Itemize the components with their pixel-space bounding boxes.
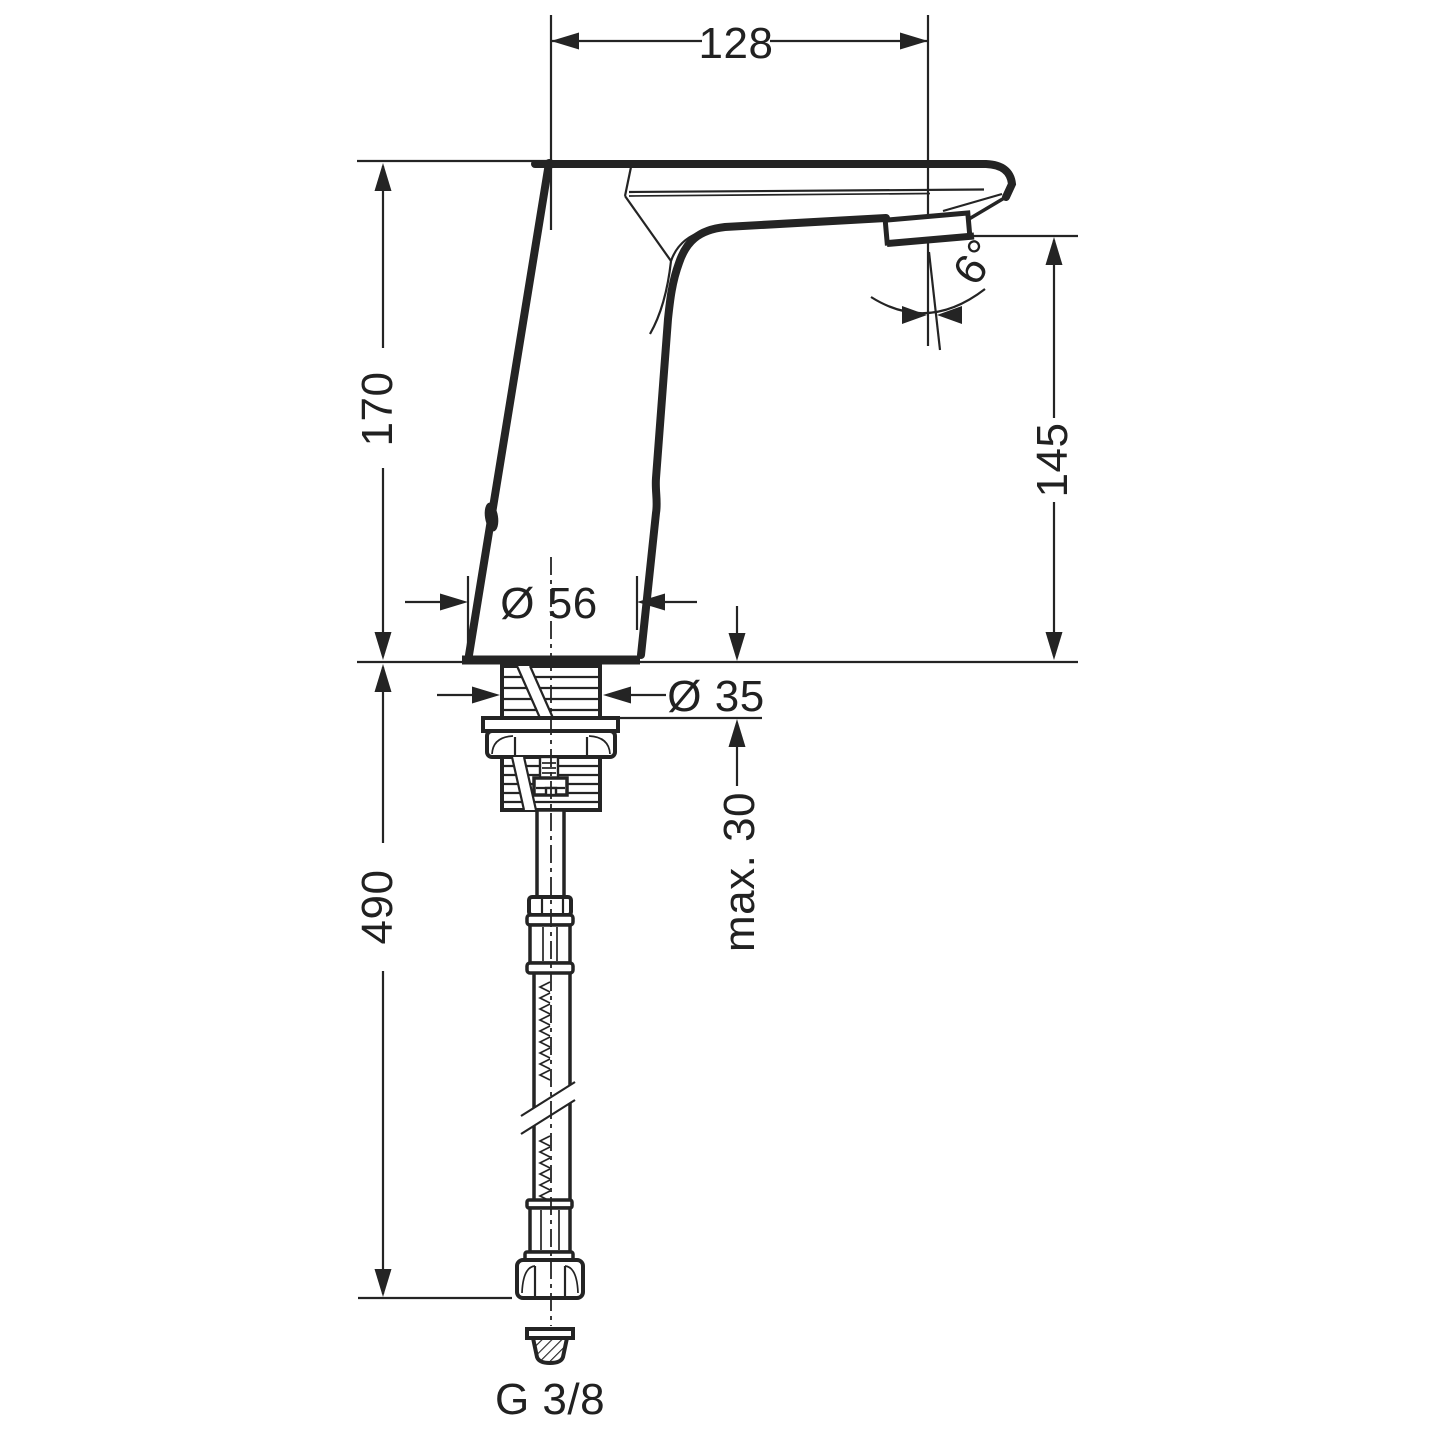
nut-facet-curve <box>521 1265 536 1294</box>
arrowhead-up-icon <box>728 719 746 747</box>
body-cheek-line <box>624 195 672 262</box>
dimension-label-490: 490 <box>353 870 402 945</box>
arrowhead-right-icon <box>900 32 928 50</box>
cable-channel-lower <box>512 757 536 810</box>
faucet-front-edge <box>637 214 890 659</box>
cable-channel-edge <box>522 756 538 811</box>
arrowhead-right-icon <box>472 686 500 704</box>
arrowhead-right-icon <box>902 306 927 324</box>
dimension-label-170: 170 <box>353 372 402 447</box>
spout-tip-inner-line <box>942 192 1003 213</box>
reference-lines <box>357 159 1078 1300</box>
arrowhead-down-icon <box>1045 632 1063 660</box>
crimp-collar-bottom <box>525 961 575 975</box>
spout-plate-underside-2 <box>628 192 931 197</box>
arrowhead-down-icon <box>374 632 392 660</box>
arrowhead-left-icon <box>937 306 962 324</box>
dimension-label-max30: max. 30 <box>715 792 764 952</box>
cable-channel-edge <box>528 665 555 719</box>
dimension-hose-length: 490 <box>353 664 402 1297</box>
dimension-max-deck-thickness: max. 30 <box>715 606 764 952</box>
faucet-body <box>462 159 1017 665</box>
cable-channel <box>517 666 553 718</box>
arrowhead-down-icon <box>728 633 746 661</box>
hose-union-nut <box>515 1258 585 1300</box>
crimp-sleeve-lower <box>528 1206 572 1254</box>
underdeck-assembly <box>481 557 620 1366</box>
screw-thread-lines <box>542 762 556 774</box>
nut-facet-curve <box>588 735 611 755</box>
body-chin-curve <box>649 260 673 335</box>
arrowhead-up-icon <box>374 664 392 692</box>
angle-arc <box>870 288 986 315</box>
hose-hex-fitting <box>527 895 573 917</box>
dimension-outlet-height: 145 <box>1028 237 1077 660</box>
dimension-spray-angle: 6° <box>870 231 1008 351</box>
dimension-shank-diameter: Ø 35 <box>437 672 764 721</box>
filter-basket <box>530 1336 570 1366</box>
break-line <box>520 1099 576 1135</box>
braided-hose <box>520 973 576 1202</box>
dimension-label-dia35: Ø 35 <box>667 672 764 721</box>
arrowhead-up-icon <box>374 163 392 191</box>
arrowhead-left-icon <box>637 593 665 611</box>
break-line <box>520 1081 576 1117</box>
aerator-lip <box>886 232 975 247</box>
nut-facet-curve <box>491 735 514 755</box>
dimension-spout-reach: 128 <box>549 15 930 346</box>
arrowhead-left-icon <box>551 32 579 50</box>
dimension-body-height: 170 <box>353 163 402 660</box>
spout-plate-underside <box>628 188 985 194</box>
dimension-label-145: 145 <box>1028 423 1077 498</box>
nut-facet-curve <box>564 1265 579 1294</box>
plate-left-cut <box>623 166 633 197</box>
crimp-sleeve <box>528 923 572 965</box>
thread-label-g38: G 3/8 <box>495 1375 605 1424</box>
faucet-back-edge <box>465 159 553 659</box>
arrowhead-down-icon <box>374 1269 392 1297</box>
braid-pattern <box>538 981 551 1202</box>
spout-tip-underside <box>968 195 1007 221</box>
arrowhead-up-icon <box>1045 237 1063 265</box>
sensor-window <box>484 502 499 532</box>
cable-channel-edge <box>510 756 526 811</box>
cable-channel-edge <box>515 665 542 719</box>
arrowhead-left-icon <box>603 686 631 704</box>
angle-reference-line <box>927 251 942 351</box>
dimension-label-128: 128 <box>699 19 774 68</box>
faucet-top-edge <box>531 160 1017 201</box>
arrowhead-right-icon <box>440 593 468 611</box>
dimension-label-dia56: Ø 56 <box>500 579 597 628</box>
